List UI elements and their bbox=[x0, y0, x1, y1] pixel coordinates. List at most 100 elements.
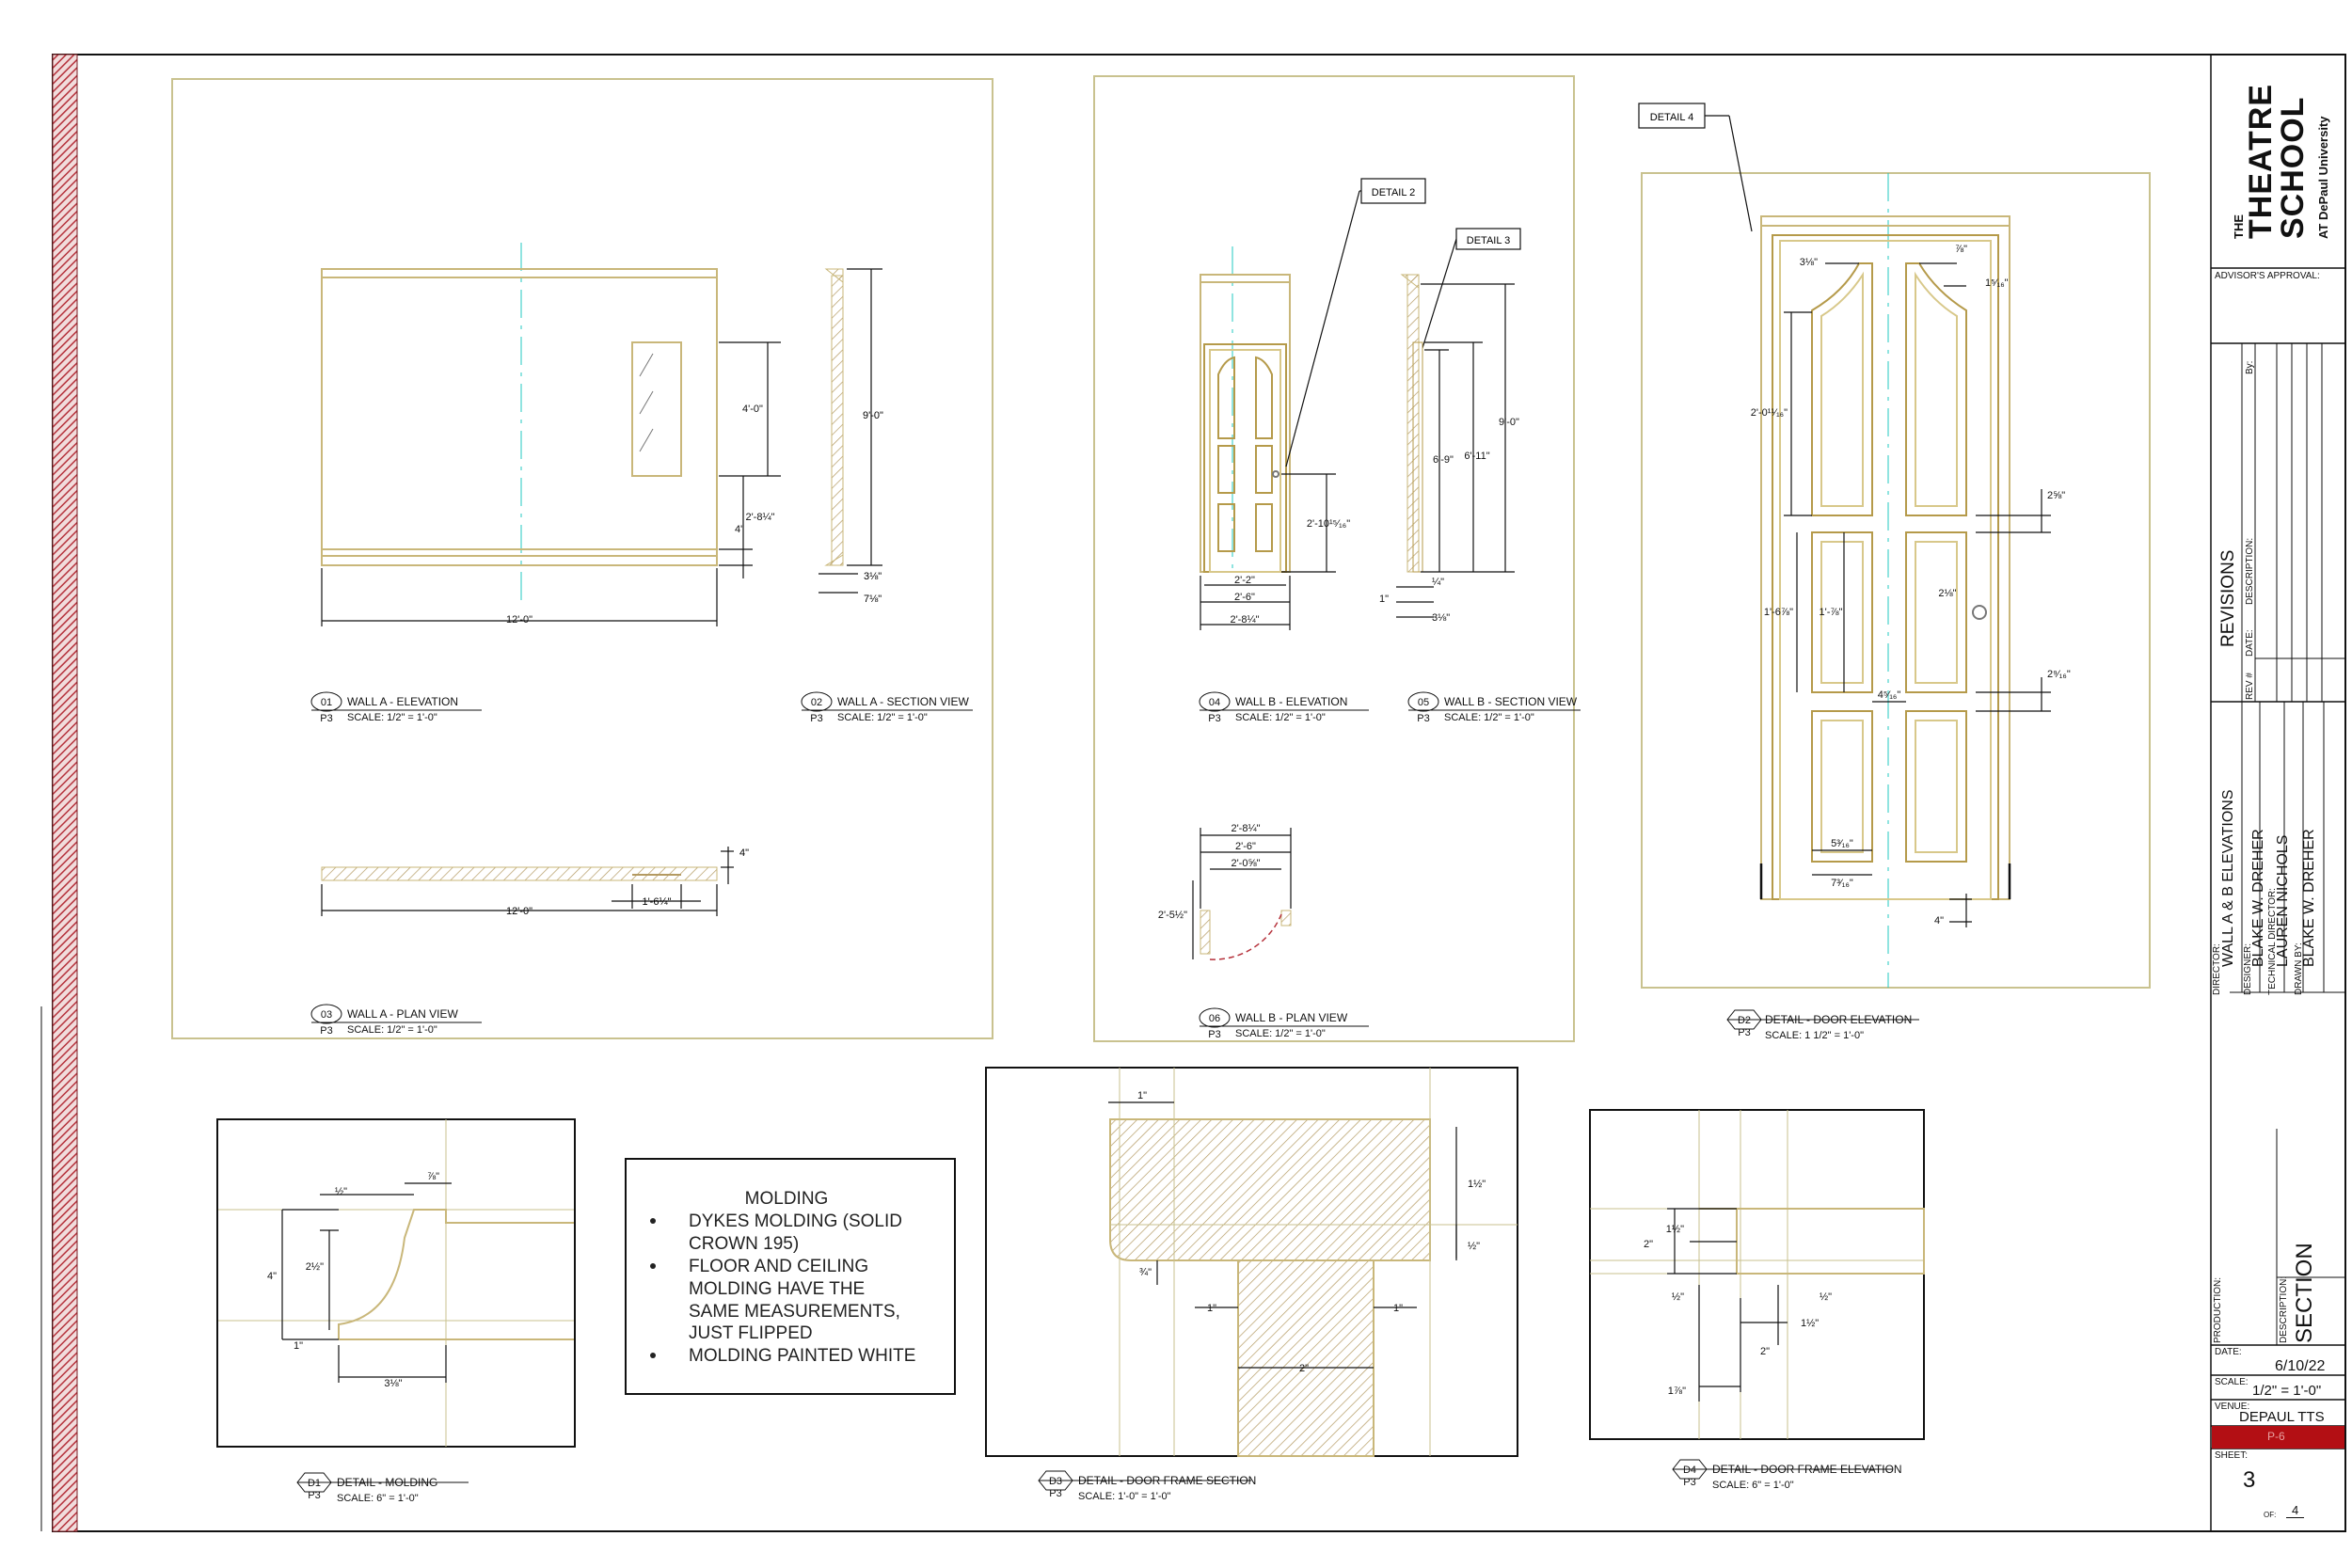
molding-notes: MOLDING DYKES MOLDING (SOLID CROWN 195) … bbox=[650, 1189, 915, 1366]
svg-text:D4: D4 bbox=[1683, 1465, 1696, 1476]
scale-label: SCALE: bbox=[2215, 1377, 2249, 1387]
callout-detail-4: DETAIL 4 bbox=[1650, 112, 1693, 123]
wall-a-elevation bbox=[321, 243, 718, 602]
svg-text:05: 05 bbox=[1418, 697, 1429, 708]
svg-text:02: 02 bbox=[811, 697, 822, 708]
dim-e-r2: 1½" bbox=[1801, 1318, 1819, 1329]
notes-line-3: FLOOR AND CEILING bbox=[689, 1257, 868, 1276]
dim-a-sec-d1: 3⅛" bbox=[864, 571, 882, 582]
detail-callouts: DETAIL 2 DETAIL 3 DETAIL 4 bbox=[1360, 103, 1753, 349]
svg-text:SCALE: 1/2" = 1'-0": SCALE: 1/2" = 1'-0" bbox=[347, 712, 437, 723]
of-label: OF: bbox=[2264, 1511, 2277, 1519]
notes-title: MOLDING bbox=[745, 1189, 829, 1209]
plate-band bbox=[2212, 1426, 2344, 1449]
view-frames bbox=[171, 75, 2151, 1457]
dim-a-width: 12'-0" bbox=[506, 614, 532, 626]
school-sub: AT DePaul University bbox=[2316, 116, 2330, 239]
wall-b-plan: 2'-8¼" 2'-6" 2'-0⅝" 2'-5½" bbox=[1158, 823, 1292, 960]
svg-text:WALL B - SECTION VIEW: WALL B - SECTION VIEW bbox=[1444, 695, 1578, 708]
svg-text:P3: P3 bbox=[308, 1490, 320, 1501]
svg-text:P3: P3 bbox=[810, 713, 822, 724]
rev-col-rev: REV # bbox=[2245, 673, 2255, 700]
drawn-value: BLAKE W. DREHER bbox=[2301, 829, 2317, 967]
dim-e-h2: 1½" bbox=[1666, 1224, 1684, 1235]
dim-d-top-l: 3⅛" bbox=[1800, 257, 1818, 268]
svg-text:01: 01 bbox=[321, 697, 332, 708]
dim-b-plan-w2: 2'-6" bbox=[1235, 841, 1256, 852]
callout-detail-3: DETAIL 3 bbox=[1467, 235, 1510, 246]
svg-text:SCALE: 1/2" = 1'-0": SCALE: 1/2" = 1'-0" bbox=[1235, 712, 1326, 723]
svg-text:P3: P3 bbox=[1417, 713, 1429, 724]
revisions-title: REVISIONS bbox=[2218, 549, 2238, 647]
notes-line-5: SAME MEASUREMENTS, bbox=[689, 1302, 900, 1322]
description-value: SECTION bbox=[2292, 1243, 2317, 1343]
svg-text:P3: P3 bbox=[1738, 1027, 1750, 1038]
svg-text:DETAIL - MOLDING: DETAIL - MOLDING bbox=[337, 1476, 437, 1489]
wall-b-dims bbox=[1200, 190, 1361, 630]
svg-text:P3: P3 bbox=[320, 713, 332, 724]
wall-b-section: 9'-0" 6'-11" 6'-9" ¼" 1" 3⅛" bbox=[1379, 274, 1519, 624]
dim-m-h3: 1" bbox=[294, 1340, 303, 1352]
sheet-value: 3 bbox=[2243, 1467, 2256, 1493]
rev-col-date: DATE: bbox=[2245, 629, 2255, 657]
of-value: 4 bbox=[2286, 1503, 2305, 1518]
dim-f-r1: 1½" bbox=[1468, 1179, 1486, 1190]
view-label-d3: D3 P3 DETAIL - DOOR FRAME SECTION SCALE:… bbox=[1038, 1470, 1256, 1502]
svg-text:P3: P3 bbox=[1208, 1029, 1220, 1040]
molding-detail bbox=[218, 1119, 574, 1447]
dim-b-sec-d1: ¼" bbox=[1432, 577, 1444, 588]
dim-m-h2: 4" bbox=[267, 1271, 277, 1282]
dim-d-low2: 7³⁄₁₆" bbox=[1831, 878, 1853, 889]
dim-a-height: 4'-0" bbox=[742, 404, 763, 415]
rev-col-description: DESCRIPTION: bbox=[2245, 537, 2255, 605]
dim-b-sec-door: 6'-9" bbox=[1433, 454, 1454, 466]
binding-strip bbox=[52, 54, 78, 1532]
dim-d-mid-l2: 1'-⅞" bbox=[1820, 607, 1843, 618]
dim-d-mid-l1: 1'-6⅞" bbox=[1764, 607, 1793, 618]
notes-line-7: MOLDING PAINTED WHITE bbox=[689, 1346, 915, 1366]
dim-d-top-r2: 1⁵⁄₁₆" bbox=[1985, 277, 2009, 289]
svg-text:D2: D2 bbox=[1738, 1015, 1751, 1026]
wall-a-section: 9'-0" 3⅛" 7⅛" bbox=[818, 268, 883, 605]
wall-b-elevation bbox=[1200, 246, 1291, 576]
view-label-d1: D1 P3 DETAIL - MOLDING SCALE: 6" = 1'-0" bbox=[296, 1472, 469, 1504]
door-frame-section: 1" 1½" ½" ¾" 1" 1" 2" bbox=[1108, 1068, 1518, 1457]
dim-b-knob: 2'-10¹⁵⁄₁₆" bbox=[1307, 518, 1350, 530]
dim-a-sec-height: 9'-0" bbox=[863, 410, 883, 421]
svg-text:DETAIL - DOOR ELEVATION: DETAIL - DOOR ELEVATION bbox=[1765, 1013, 1912, 1026]
svg-text:03: 03 bbox=[321, 1009, 332, 1021]
dim-b-sec-d2: 1" bbox=[1379, 594, 1389, 605]
title-block: THE THEATRE SCHOOL AT DePaul University … bbox=[2211, 55, 2345, 1531]
dim-b-sec-d3: 3⅛" bbox=[1432, 612, 1450, 624]
dim-d-low1: 5³⁄₁₆" bbox=[1831, 838, 1853, 849]
date-label: DATE: bbox=[2215, 1347, 2242, 1357]
svg-text:WALL B - PLAN VIEW: WALL B - PLAN VIEW bbox=[1235, 1011, 1348, 1024]
svg-text:SCALE: 1/2" = 1'-0": SCALE: 1/2" = 1'-0" bbox=[837, 712, 928, 723]
dim-m-h1: 2½" bbox=[306, 1261, 324, 1273]
director-value: WALL A & B ELEVATIONS bbox=[2220, 789, 2236, 967]
school-name-2: SCHOOL bbox=[2275, 96, 2311, 239]
dim-b-plan-w3: 2'-0⅝" bbox=[1231, 858, 1260, 869]
production-label: PRODUCTION: bbox=[2213, 1277, 2223, 1343]
view-label-04: 04 P3 WALL B - ELEVATION SCALE: 1/2" = 1… bbox=[1199, 691, 1369, 724]
svg-text:WALL A - ELEVATION: WALL A - ELEVATION bbox=[347, 695, 458, 708]
dim-m-top2: ⅞" bbox=[427, 1171, 439, 1182]
venue-value: DEPAUL TTS bbox=[2239, 1409, 2325, 1425]
svg-text:D3: D3 bbox=[1049, 1476, 1062, 1487]
dim-f-r2: ½" bbox=[1468, 1241, 1480, 1252]
notes-line-6: JUST FLIPPED bbox=[689, 1323, 813, 1343]
view-label-03: 03 P3 WALL A - PLAN VIEW SCALE: 1/2" = 1… bbox=[310, 1004, 482, 1037]
dim-b-w1: 2'-2" bbox=[1234, 575, 1255, 586]
dim-d-base: 4" bbox=[1934, 915, 1944, 927]
view-label-d4: D4 P3 DETAIL - DOOR FRAME ELEVATION SCAL… bbox=[1672, 1459, 1902, 1491]
svg-text:SCALE: 1/2" = 1'-0": SCALE: 1/2" = 1'-0" bbox=[347, 1024, 437, 1036]
designer-value: BLAKE W. DREHER bbox=[2250, 829, 2266, 967]
dim-e-h1: 2" bbox=[1644, 1239, 1653, 1250]
notes-line-1: DYKES MOLDING (SOLID bbox=[689, 1212, 902, 1231]
dim-d-right1: 2⅝" bbox=[2047, 490, 2065, 501]
svg-text:D1: D1 bbox=[308, 1478, 321, 1489]
dim-a-plan-width: 12'-0" bbox=[506, 906, 532, 917]
dim-b-w3: 2'-8¼" bbox=[1230, 614, 1259, 626]
dim-m-top1: ½" bbox=[335, 1186, 347, 1197]
svg-text:SCALE: 1 1/2" = 1'-0": SCALE: 1 1/2" = 1'-0" bbox=[1765, 1030, 1864, 1041]
